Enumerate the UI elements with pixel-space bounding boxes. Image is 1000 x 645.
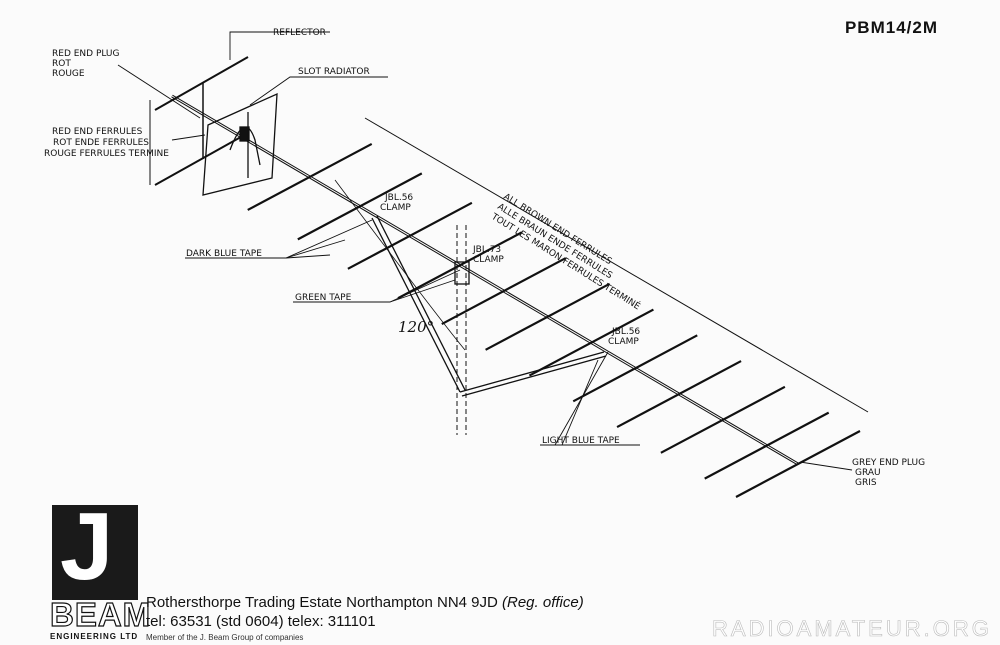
director-element [297, 172, 423, 241]
label-reflector: REFLECTOR [273, 28, 326, 38]
label-grey-end-plug-de: GRAU [855, 468, 881, 478]
director-element [347, 201, 473, 270]
director-element [660, 385, 786, 454]
director-element [735, 430, 861, 498]
mast [456, 225, 467, 435]
member-note: Member of the J. Beam Group of companies [146, 633, 304, 642]
watermark: RADIOAMATEUR.ORG [712, 616, 992, 642]
label-slot-radiator: SLOT RADIATOR [298, 67, 370, 77]
address: Rothersthorpe Trading Estate Northampton… [146, 594, 584, 611]
logo-letter: J [60, 493, 114, 600]
address-text: Rothersthorpe Trading Estate Northampton… [146, 594, 498, 611]
director-element [704, 411, 830, 480]
director-element [397, 231, 523, 300]
reflector [154, 56, 249, 186]
label-jbl73-clamp: JBL.73 [472, 245, 501, 255]
director-element [247, 142, 373, 211]
logo-subtitle: ENGINEERING LTD [50, 632, 139, 641]
label-jbl73-clamp-2: CLAMP [473, 255, 504, 265]
director-element [616, 360, 742, 429]
label-red-end-ferrules: RED END FERRULES [52, 127, 143, 137]
label-red-end-plug: RED END PLUG [52, 49, 120, 59]
label-green-tape: GREEN TAPE [295, 293, 352, 303]
director-element [441, 257, 567, 326]
label-red-end-plug-fr: ROUGE [52, 69, 85, 79]
label-jbl56-clamp-b: JBL.56 [611, 327, 640, 337]
model-title: PBM14/2M [844, 18, 938, 37]
telephone: tel: 63531 (std 0604) telex: 311101 [146, 613, 376, 630]
label-jbl56-clamp-b2: CLAMP [608, 337, 639, 347]
label-red-end-ferrules-fr: ROUGE FERRULES TERMINE [44, 149, 169, 159]
label-light-blue-tape: LIGHT BLUE TAPE [542, 436, 620, 446]
label-grey-end-plug: GREY END PLUG [852, 458, 925, 468]
director-element [528, 308, 654, 377]
address-note: (Reg. office) [502, 594, 584, 611]
label-dark-blue-tape: DARK BLUE TAPE [186, 249, 262, 259]
handwritten-angle: 120° [398, 318, 434, 336]
support-struts [371, 215, 607, 397]
label-grey-end-plug-fr: GRIS [855, 478, 877, 488]
logo-word: BEAM [49, 596, 152, 633]
director-element [485, 282, 611, 351]
label-jbl56-clamp: JBL.56 [384, 193, 413, 203]
label-jbl56-clamp-2: CLAMP [380, 203, 411, 213]
directors [247, 142, 861, 498]
label-red-end-ferrules-de: ROT ENDE FERRULES [53, 138, 149, 148]
label-red-end-plug-de: ROT [52, 59, 71, 69]
slot-radiator [202, 92, 278, 196]
director-element [572, 334, 698, 403]
jbeam-logo: J [52, 499, 138, 600]
label-brown-ferrules-de: ALLE BRAUN ENDE FERRULES [495, 202, 614, 281]
